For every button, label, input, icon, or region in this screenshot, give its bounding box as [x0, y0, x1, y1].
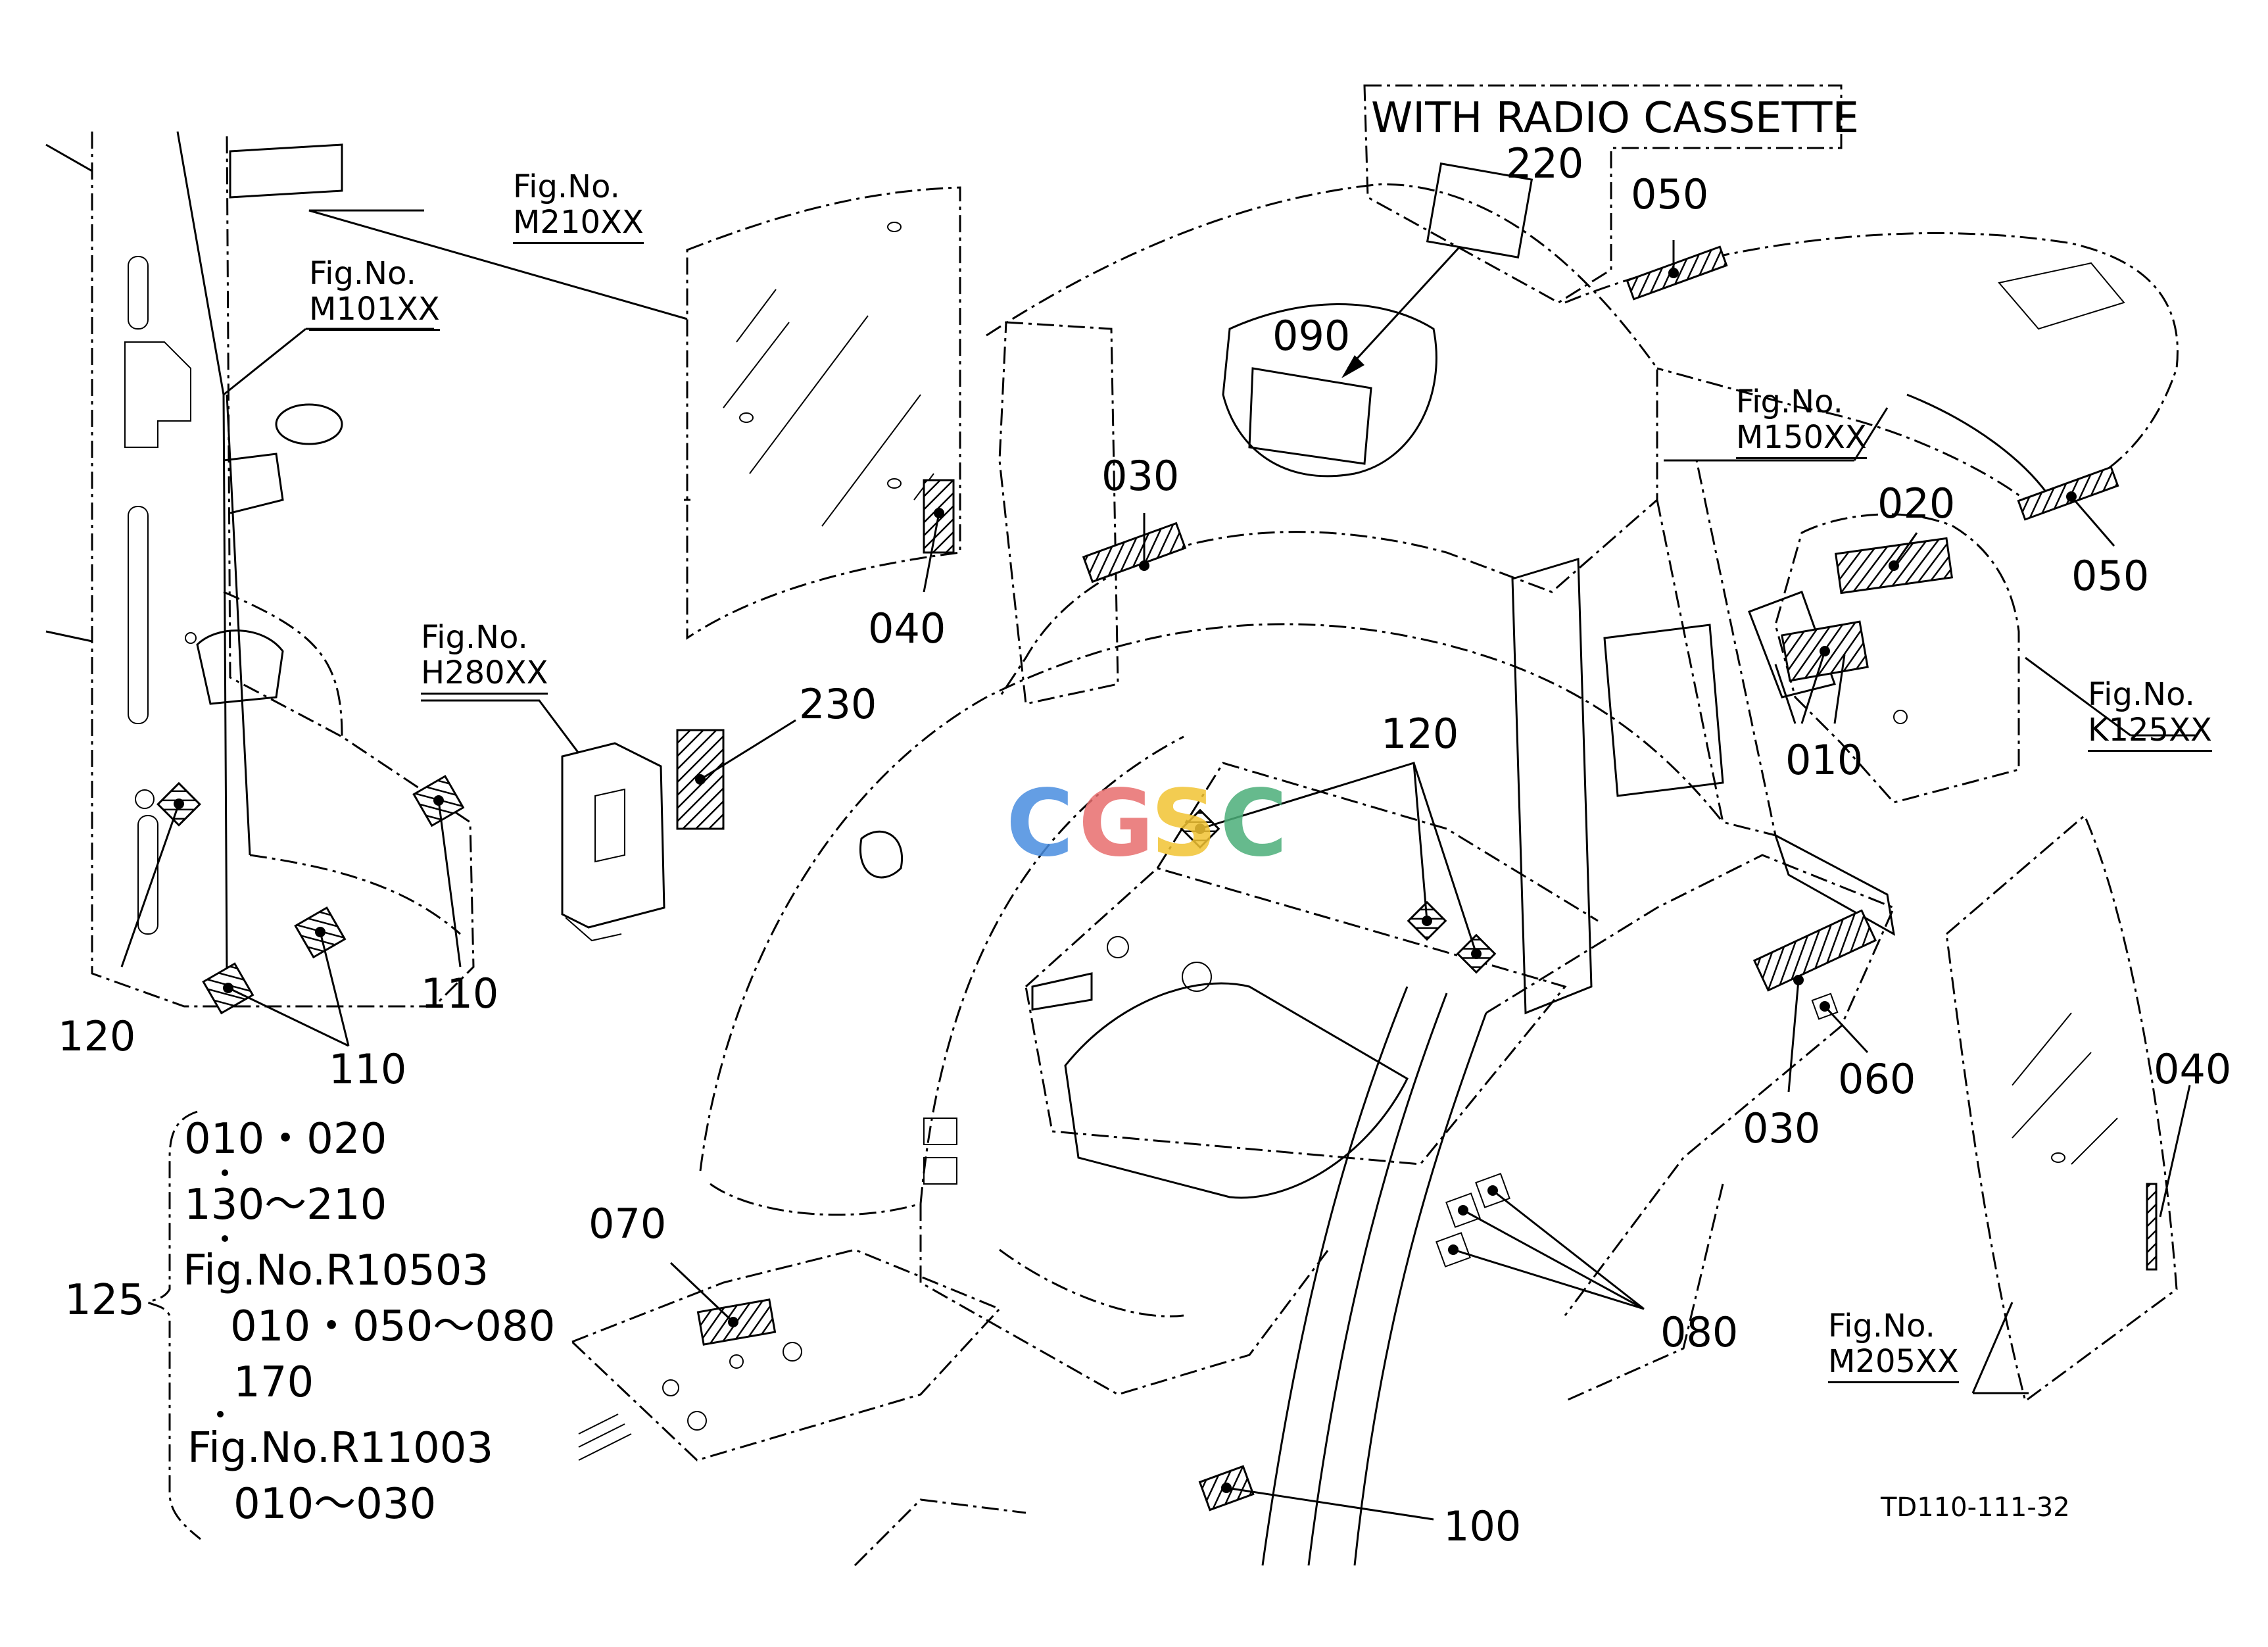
callout-120-left: 120: [58, 1012, 136, 1060]
fig-ref-m205: Fig.No. M205XX: [1828, 1308, 1959, 1383]
fig-ref-m210-line1: Fig.No.: [513, 168, 620, 205]
callout-030-cab: 030: [1101, 452, 1180, 500]
fig-ref-h280-line1: Fig.No.: [421, 619, 528, 656]
callout-110-bottom: 110: [329, 1045, 407, 1093]
right-cover-box: [1748, 513, 2020, 804]
legend-line-7: 010～030: [233, 1480, 437, 1529]
callout-030-right: 030: [1743, 1104, 1821, 1152]
diagram-code: TD110-111-32: [1881, 1492, 2070, 1523]
door-glass-right: [1945, 814, 2178, 1403]
radio-cassette-frame: [1363, 84, 1843, 304]
legend-line-3: Fig.No.R10503: [183, 1246, 489, 1295]
callout-060: 060: [1838, 1055, 1916, 1103]
leader-lines: [120, 209, 2196, 1521]
watermark: C G S C: [1006, 770, 1288, 877]
decal-030-cab: [1082, 522, 1187, 583]
fig-ref-k125: Fig.No. K125XX: [2088, 677, 2212, 752]
watermark-letter-1: C: [1006, 770, 1074, 877]
fig-ref-h280: Fig.No. H280XX: [421, 620, 548, 695]
watermark-letter-4: C: [1220, 770, 1288, 877]
decal-030-right: [1752, 909, 1877, 992]
fig-ref-h280-line2: H280XX: [421, 655, 548, 695]
watermark-letter-2: G: [1078, 770, 1154, 877]
callout-040-left: 040: [868, 604, 946, 652]
fig-ref-m150-line1: Fig.No.: [1736, 383, 1843, 420]
fig-ref-m150-line2: M150XX: [1736, 420, 1867, 459]
callout-220: 220: [1506, 139, 1584, 187]
rear-fender-right: [1564, 232, 2179, 501]
decal-080-b: [1475, 1173, 1510, 1208]
callout-050-top: 050: [1631, 170, 1709, 218]
door-glass-left: [686, 186, 961, 640]
fig-ref-m210: Fig.No. M210XX: [513, 168, 644, 244]
legend-line-6: Fig.No.R11003: [187, 1424, 494, 1473]
callout-120-center: 120: [1381, 710, 1459, 758]
fig-ref-m101-line2: M101XX: [309, 291, 440, 331]
legend-line-2: 130～210: [184, 1181, 387, 1229]
fig-ref-m101-line1: Fig.No.: [309, 255, 416, 292]
watermark-letter-3: S: [1151, 770, 1217, 877]
legend-line-5: 170: [233, 1358, 314, 1407]
callout-080: 080: [1660, 1308, 1739, 1356]
legend-bracket: [145, 1110, 201, 1540]
fig-ref-k125-line2: K125XX: [2088, 712, 2212, 752]
bracket-part: [561, 742, 665, 942]
callout-090: 090: [1272, 312, 1351, 360]
decal-060: [1811, 993, 1839, 1020]
fig-ref-m210-line2: M210XX: [513, 205, 644, 244]
legend-line-1: 010・020: [184, 1115, 387, 1164]
callout-230: 230: [799, 680, 877, 728]
fig-ref-m205-line1: Fig.No.: [1828, 1308, 1935, 1344]
callout-040-right: 040: [2154, 1045, 2232, 1093]
fig-ref-m205-line2: M205XX: [1828, 1344, 1959, 1383]
legend-line-4: 010・050～080: [230, 1302, 556, 1351]
callout-010: 010: [1785, 736, 1864, 784]
callout-100: 100: [1443, 1502, 1522, 1550]
cab-structure: [570, 183, 1896, 1567]
callout-110-right: 110: [421, 970, 499, 1018]
fig-ref-k125-line1: Fig.No.: [2088, 676, 2195, 713]
radio-cassette-title: WITH RADIO CASSETTE: [1371, 94, 1859, 143]
callout-070: 070: [589, 1200, 667, 1248]
decal-080-c: [1436, 1232, 1471, 1267]
fig-ref-m101: Fig.No. M101XX: [309, 255, 440, 331]
fig-ref-m150: Fig.No. M150XX: [1736, 383, 1867, 459]
callout-050-right: 050: [2071, 552, 2150, 600]
decal-080-a: [1445, 1192, 1481, 1228]
legend-number: 125: [64, 1276, 145, 1325]
callout-020: 020: [1877, 479, 1956, 528]
